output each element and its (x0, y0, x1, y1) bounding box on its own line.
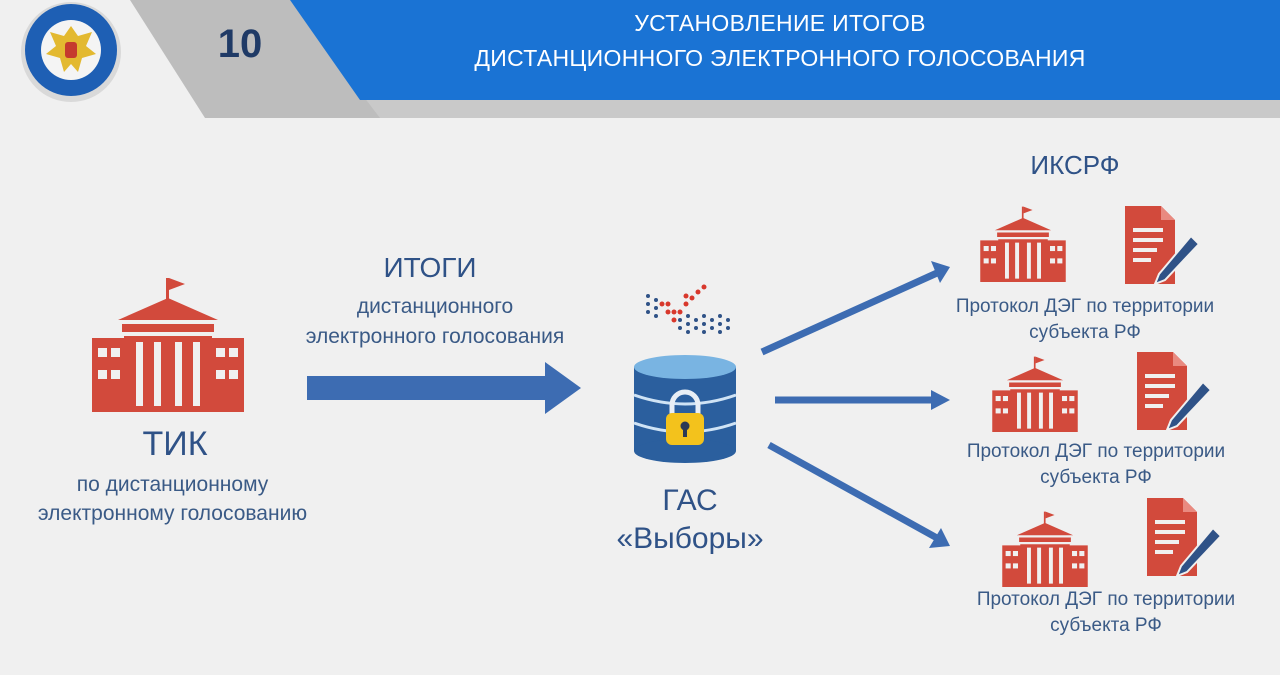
main-arrow-icon (307, 362, 581, 414)
iksrf-building-icon-2 (992, 356, 1078, 432)
iksrf-building-icon-1 (980, 206, 1066, 282)
protocol-label-1-line2: субъекта РФ (1029, 322, 1141, 343)
tik-subtitle-line1: по дистанционному (76, 473, 269, 496)
database-lock-icon (633, 355, 737, 463)
slide-number: 10 (217, 22, 263, 66)
tik-title: ТИК (142, 425, 208, 463)
protocol-label-2-line2: субъекта РФ (1040, 467, 1152, 488)
iksrf-title: ИКСРФ (1030, 150, 1120, 180)
iksrf-building-icon-3 (1002, 511, 1088, 587)
header-blue-banner (290, 0, 1280, 100)
itogi-subtitle-line1: дистанционного (356, 295, 514, 318)
tik-subtitle: по дистанционному электронному голосован… (0, 470, 345, 528)
cec-emblem-icon (21, 2, 121, 102)
distribution-arrows (760, 261, 950, 548)
header-title: УСТАНОВЛЕНИЕ ИТОГОВ ДИСТАНЦИОННОГО ЭЛЕКТ… (430, 6, 1130, 76)
gas-title-line2: «Выборы» (616, 522, 764, 555)
protocol-label-3-line2: субъекта РФ (1050, 615, 1162, 636)
arrow-to-protocol-1 (760, 269, 939, 356)
header-band (130, 0, 1280, 118)
header-title-line1: УСТАНОВЛЕНИЕ ИТОГОВ (634, 10, 926, 36)
header-title-line2: ДИСТАНЦИОННОГО ЭЛЕКТРОННОГО ГОЛОСОВАНИЯ (474, 45, 1086, 71)
header-shadow (210, 100, 1280, 118)
document-pen-icon-1 (1125, 206, 1201, 286)
protocol-label-3-line1: Протокол ДЭГ по территории (976, 589, 1236, 610)
gas-title: ГАС «Выборы» (590, 482, 790, 558)
arrow-to-protocol-3 (767, 441, 939, 542)
protocol-label-2-line1: Протокол ДЭГ по территории (966, 441, 1226, 462)
document-pen-icon-2 (1137, 352, 1213, 432)
gas-vybory-logo-icon (646, 284, 730, 334)
tik-subtitle-line2: электронному голосованию (37, 502, 308, 525)
protocol-label-2: Протокол ДЭГ по территории субъекта РФ (936, 439, 1256, 491)
protocol-label-1-line1: Протокол ДЭГ по территории (955, 296, 1215, 317)
itogi-title: ИТОГИ (383, 252, 477, 283)
document-pen-icon-3 (1147, 498, 1223, 578)
itogi-subtitle: дистанционного электронного голосования (270, 292, 600, 352)
itogi-subtitle-line2: электронного голосования (305, 325, 565, 348)
protocol-label-1: Протокол ДЭГ по территории субъекта РФ (925, 294, 1245, 346)
protocol-label-3: Протокол ДЭГ по территории субъекта РФ (946, 587, 1266, 639)
gas-title-line1: ГАС (662, 484, 718, 517)
header-gray-tab (130, 0, 380, 118)
tik-building-icon (92, 278, 244, 412)
